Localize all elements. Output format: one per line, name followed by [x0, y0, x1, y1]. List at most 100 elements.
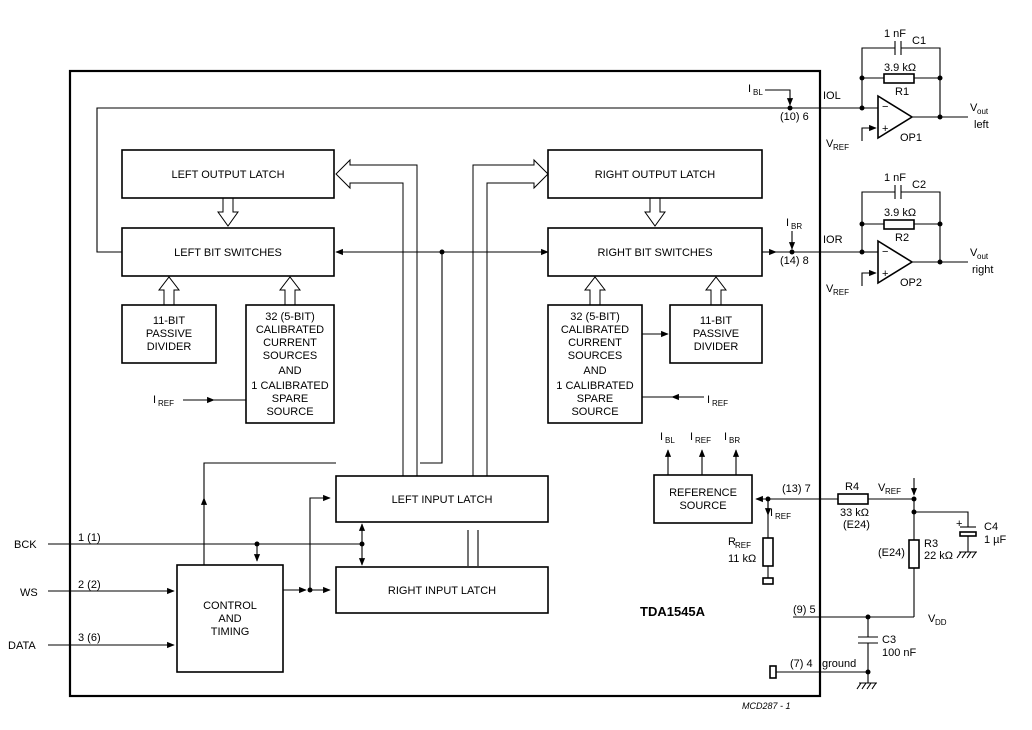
svg-text:LEFT BIT SWITCHES: LEFT BIT SWITCHES [174, 247, 282, 259]
svg-text:RIGHT INPUT LATCH: RIGHT INPUT LATCH [388, 585, 496, 597]
svg-text:REF: REF [775, 512, 791, 521]
svg-text:−: − [882, 101, 888, 113]
vref-op1-label: V REF [826, 138, 849, 152]
right-calibrated-sources: 32 (5-BIT) CALIBRATED CURRENT SOURCES AN… [547, 304, 643, 424]
ibl-label: I BL [748, 83, 763, 97]
ref-ibl-label: I BL [660, 431, 675, 445]
left-output-latch: LEFT OUTPUT LATCH [121, 149, 335, 199]
svg-text:REF: REF [833, 288, 849, 297]
svg-text:V: V [970, 247, 978, 259]
svg-text:out: out [977, 107, 989, 116]
svg-text:1 CALIBRATED: 1 CALIBRATED [251, 380, 328, 392]
r3-name: R3 [924, 538, 938, 550]
iref-right-label: I REF [707, 394, 728, 408]
svg-text:SPARE: SPARE [272, 393, 308, 405]
svg-text:REF: REF [712, 399, 728, 408]
ws-label: WS [20, 587, 38, 599]
svg-text:RIGHT BIT SWITCHES: RIGHT BIT SWITCHES [597, 247, 712, 259]
svg-text:V: V [826, 283, 834, 295]
c3-value: 100 nF [882, 647, 917, 659]
svg-text:AND: AND [218, 613, 241, 625]
svg-text:SOURCES: SOURCES [263, 350, 317, 362]
bck-label: BCK [14, 539, 37, 551]
svg-text:+: + [882, 123, 888, 135]
c1-value: 1 nF [884, 28, 906, 40]
right-divider-arrow [704, 276, 728, 305]
svg-text:BL: BL [665, 436, 675, 445]
svg-text:LEFT INPUT LATCH: LEFT INPUT LATCH [392, 494, 493, 506]
left-bus [335, 158, 418, 476]
svg-text:REF: REF [833, 143, 849, 152]
svg-text:CURRENT: CURRENT [568, 337, 622, 349]
svg-text:SOURCE: SOURCE [679, 500, 726, 512]
vref-op2-label: V REF [826, 283, 849, 297]
svg-text:V: V [826, 138, 834, 150]
vout-right-label: V out right [970, 247, 993, 276]
svg-text:I: I [770, 507, 773, 519]
bck-pin: 1 (1) [78, 532, 101, 544]
op2-label: OP2 [900, 277, 922, 289]
chip-name: TDA1545A [640, 604, 706, 619]
left-sources-arrow [278, 276, 302, 305]
r1-name: R1 [895, 86, 909, 98]
svg-text:BR: BR [791, 222, 802, 231]
right-latch-to-switch-arrow [644, 198, 666, 227]
ior-label: IOR [823, 234, 843, 246]
right-input-latch: RIGHT INPUT LATCH [335, 566, 549, 614]
right-sources-arrow [583, 276, 607, 305]
svg-text:I: I [707, 394, 710, 406]
iref-pin: (13) 7 [782, 483, 811, 495]
svg-text:SOURCE: SOURCE [266, 406, 313, 418]
c3-name: C3 [882, 634, 896, 646]
svg-text:out: out [977, 252, 989, 261]
svg-text:11 kΩ: 11 kΩ [728, 553, 756, 565]
iol-label: IOL [823, 90, 841, 102]
chip-outline [68, 69, 822, 698]
left-passive-divider: 11-BIT PASSIVE DIVIDER [121, 304, 217, 364]
r1-value: 3.9 kΩ [884, 62, 916, 74]
svg-text:I: I [724, 431, 727, 443]
svg-text:CALIBRATED: CALIBRATED [561, 324, 629, 336]
svg-text:I: I [660, 431, 663, 443]
svg-text:11-BIT: 11-BIT [153, 315, 185, 327]
svg-text:V: V [970, 102, 978, 114]
svg-text:REF: REF [735, 541, 751, 550]
right-passive-divider: 11-BIT PASSIVE DIVIDER [669, 304, 763, 364]
rref-label: R REF 11 kΩ [728, 536, 756, 565]
svg-text:CURRENT: CURRENT [263, 337, 317, 349]
svg-text:−: − [882, 246, 888, 258]
svg-text:V: V [878, 482, 886, 494]
gnd-pin: (7) 4 [790, 658, 813, 670]
r3-series: (E24) [878, 547, 905, 559]
svg-text:I: I [748, 83, 751, 95]
svg-text:PASSIVE: PASSIVE [146, 328, 192, 340]
svg-text:CONTROL: CONTROL [203, 600, 257, 612]
figure-code: MCD287 - 1 [742, 701, 791, 711]
svg-text:AND: AND [278, 365, 301, 377]
svg-text:TIMING: TIMING [211, 626, 250, 638]
ibr-label: I BR [786, 217, 802, 231]
c4-name: C4 [984, 521, 998, 533]
op-amp-1: − + [877, 94, 914, 140]
svg-text:CALIBRATED: CALIBRATED [256, 324, 324, 336]
svg-text:I: I [786, 217, 789, 229]
data-pin: 3 (6) [78, 632, 101, 644]
ws-pin: 2 (2) [78, 579, 101, 591]
svg-text:BR: BR [729, 436, 740, 445]
left-latch-to-switch-arrow [217, 198, 239, 227]
iref-pin-label: I REF [770, 507, 791, 521]
ref-ibr-label: I BR [724, 431, 740, 445]
data-label: DATA [8, 640, 36, 652]
svg-text:V: V [928, 613, 936, 625]
op1-label: OP1 [900, 132, 922, 144]
c4-polarity: + [956, 518, 962, 530]
c4-value: 1 µF [984, 534, 1007, 546]
vdd-pin: (9) 5 [793, 604, 816, 616]
op-amp-2: − + [877, 239, 914, 285]
svg-text:SOURCE: SOURCE [571, 406, 618, 418]
svg-text:32 (5-BIT): 32 (5-BIT) [570, 311, 620, 323]
svg-text:REF: REF [695, 436, 711, 445]
svg-text:RIGHT OUTPUT LATCH: RIGHT OUTPUT LATCH [595, 169, 715, 181]
ior-pin: (14) 8 [780, 255, 809, 267]
